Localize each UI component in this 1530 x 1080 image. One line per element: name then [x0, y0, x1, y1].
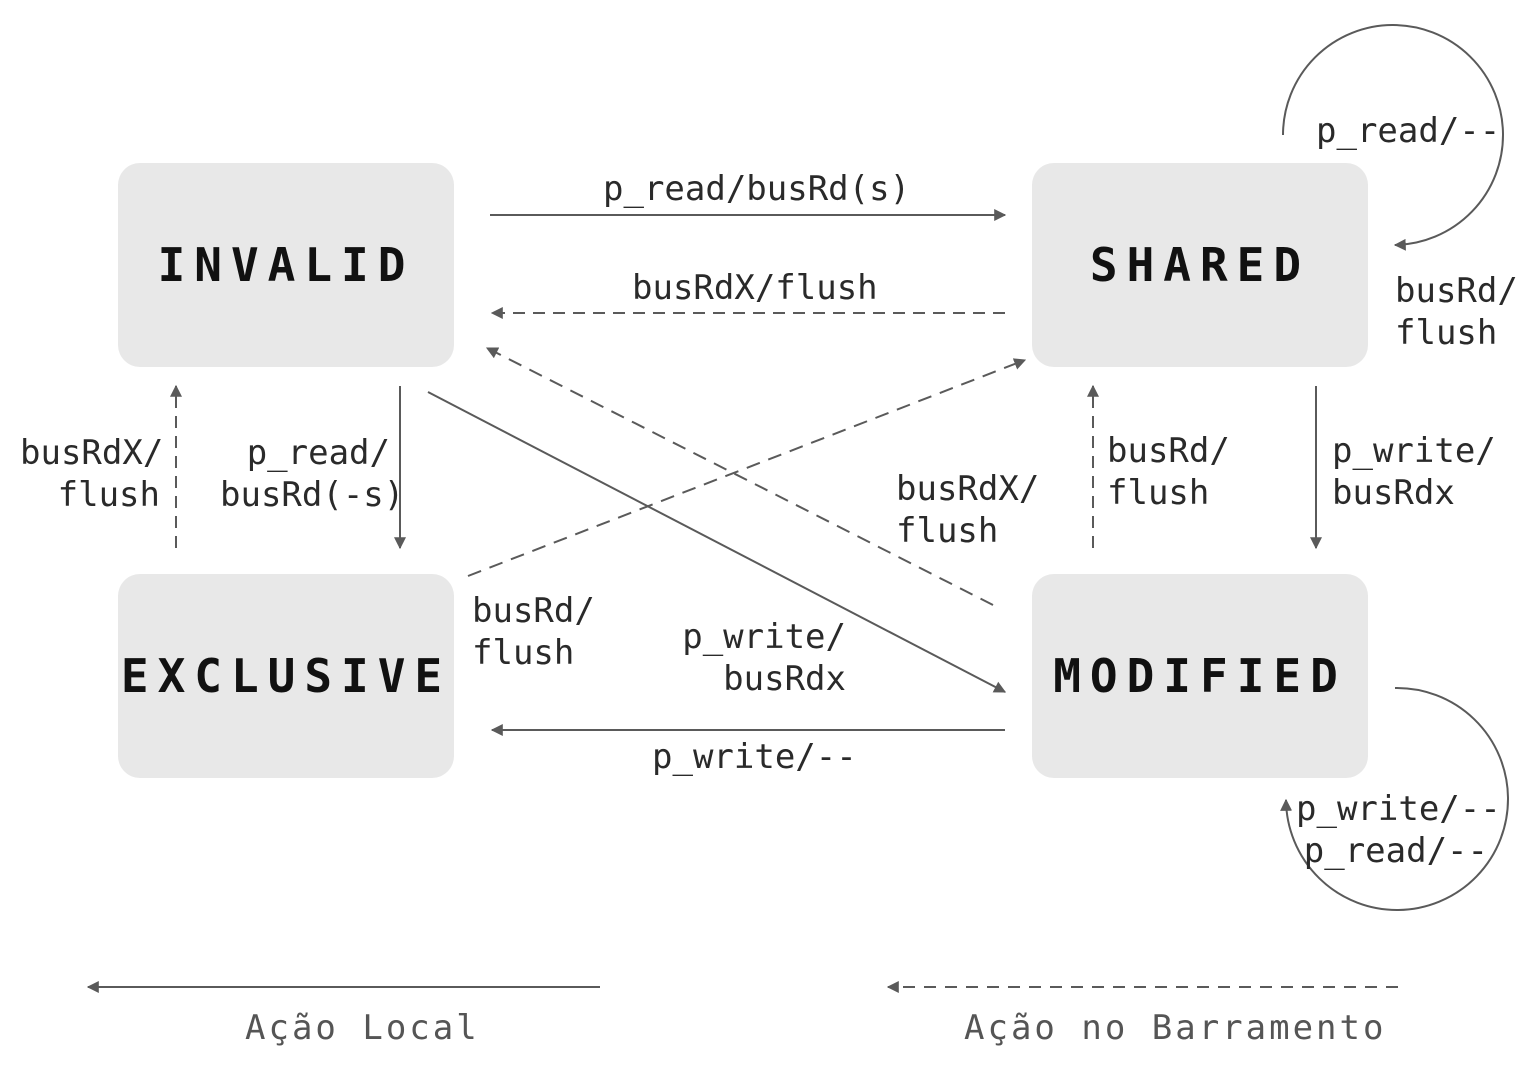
arrow-shared-self-loop: [1282, 24, 1504, 251]
label-modified-to-invalid: busRdX/ flush: [896, 469, 1040, 551]
label-exclusive-to-invalid: busRdX/ flush: [20, 433, 164, 515]
label-shared-to-invalid: busRdX/flush: [632, 268, 878, 308]
legend-local-action: Ação Local: [245, 1008, 480, 1048]
state-invalid: INVALID: [118, 163, 454, 367]
legend-bus-action: Ação no Barramento: [964, 1008, 1387, 1048]
state-shared: SHARED: [1032, 163, 1368, 367]
label-shared-to-modified: p_write/ busRdx: [1332, 431, 1496, 513]
label-invalid-to-shared: p_read/busRd(s): [603, 169, 911, 209]
label-shared-self-loop-bus: busRd/ flush: [1395, 271, 1518, 353]
state-exclusive: EXCLUSIVE: [118, 574, 454, 778]
label-exclusive-to-shared: busRd/ flush: [472, 591, 595, 673]
label-modified-to-shared: busRd/ flush: [1107, 431, 1230, 513]
arrow-modified-to-invalid: [485, 347, 994, 606]
arrow-modified-self-loop: [1280, 686, 1509, 911]
arrow-invalid-to-modified: [427, 391, 1007, 693]
label-modified-self-loop: p_write/-- p_read/--: [1296, 789, 1501, 871]
label-modified-to-exclusive: p_write/--: [652, 737, 857, 777]
label-shared-self-loop: p_read/--: [1316, 111, 1501, 151]
state-modified: MODIFIED: [1032, 574, 1368, 778]
label-invalid-to-exclusive: p_read/ busRd(-s): [220, 433, 405, 515]
arrow-exclusive-to-shared: [467, 358, 1027, 577]
label-invalid-to-modified: p_write/ busRdx: [682, 617, 846, 699]
